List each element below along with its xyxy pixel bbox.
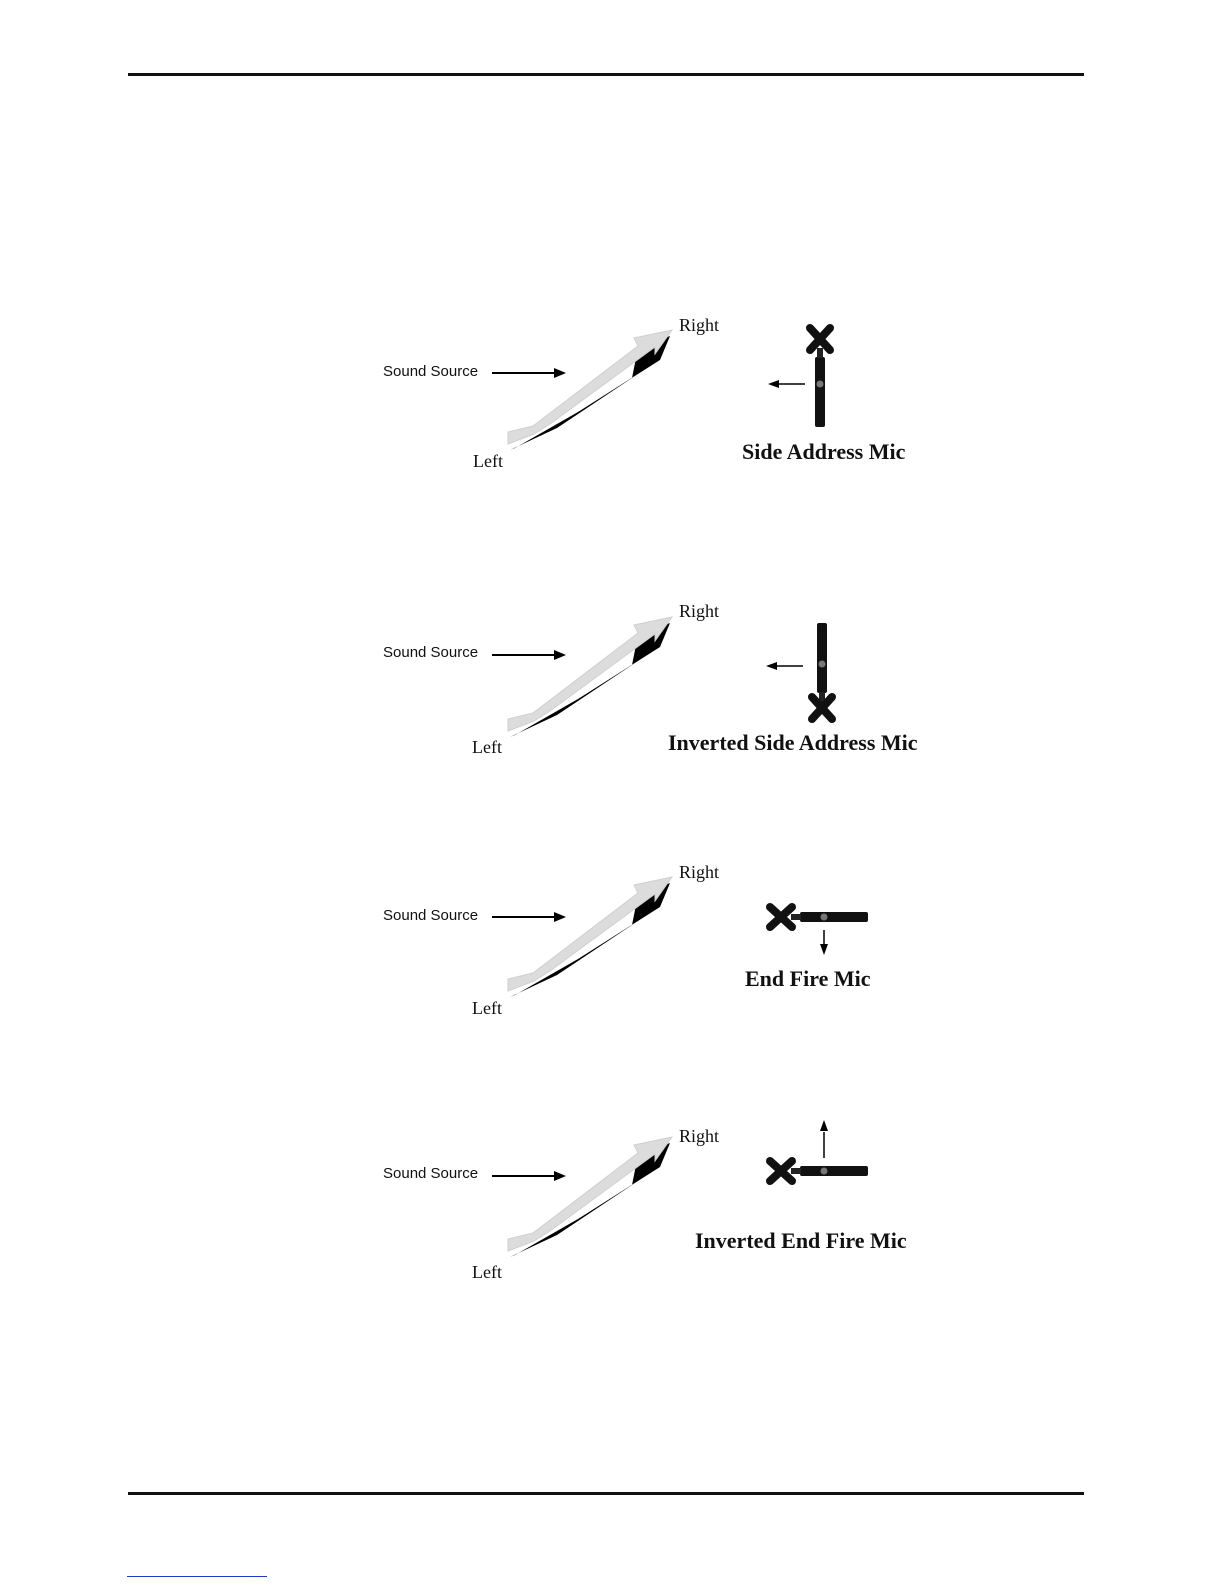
panel-end-fire: Right Sound Source Left End Fire Mic <box>370 860 970 1050</box>
left-label: Left <box>472 737 502 758</box>
right-label: Right <box>679 601 719 622</box>
microphone-icon <box>812 623 832 719</box>
footer-link-underline <box>127 1576 267 1577</box>
mic-caption: Side Address Mic <box>742 439 905 465</box>
source-arrow-head <box>554 650 566 660</box>
right-label: Right <box>679 1126 719 1147</box>
panel-inverted-end-fire: Right Sound Source Left Inverted End Fir… <box>370 1120 970 1310</box>
stereo-arrow <box>508 877 672 991</box>
left-label: Left <box>472 1262 502 1283</box>
panel-inverted-side-address: Right Sound Source Left Inverted Side Ad… <box>370 585 970 775</box>
mic-caption: End Fire Mic <box>745 966 870 992</box>
sound-source-label: Sound Source <box>383 644 478 661</box>
stereo-field-graphic <box>370 1120 970 1310</box>
pickup-arrow-head <box>820 1120 828 1131</box>
pickup-arrow-head <box>768 380 779 388</box>
stereo-arrow <box>508 1137 672 1251</box>
footer-rule <box>128 1492 1084 1495</box>
mic-caption: Inverted End Fire Mic <box>695 1228 907 1254</box>
sound-source-label: Sound Source <box>383 1165 478 1182</box>
microphone-icon <box>810 328 830 427</box>
stereo-arrow <box>508 617 672 731</box>
left-label: Left <box>472 998 502 1019</box>
left-label: Left <box>473 451 503 472</box>
pickup-arrow-head <box>820 944 828 955</box>
source-arrow-head <box>554 1171 566 1181</box>
right-label: Right <box>679 862 719 883</box>
microphone-icon <box>770 907 868 927</box>
header-rule <box>128 73 1084 76</box>
source-arrow-head <box>554 368 566 378</box>
source-arrow-head <box>554 912 566 922</box>
panel-side-address: Right Sound Source Left Side Address Mic <box>370 300 970 490</box>
sound-source-label: Sound Source <box>383 363 478 380</box>
microphone-icon <box>770 1161 868 1181</box>
right-label: Right <box>679 315 719 336</box>
stereo-arrow <box>508 330 672 444</box>
sound-source-label: Sound Source <box>383 907 478 924</box>
mic-caption: Inverted Side Address Mic <box>668 730 918 756</box>
pickup-arrow-head <box>766 662 777 670</box>
stereo-field-graphic <box>370 860 970 1050</box>
